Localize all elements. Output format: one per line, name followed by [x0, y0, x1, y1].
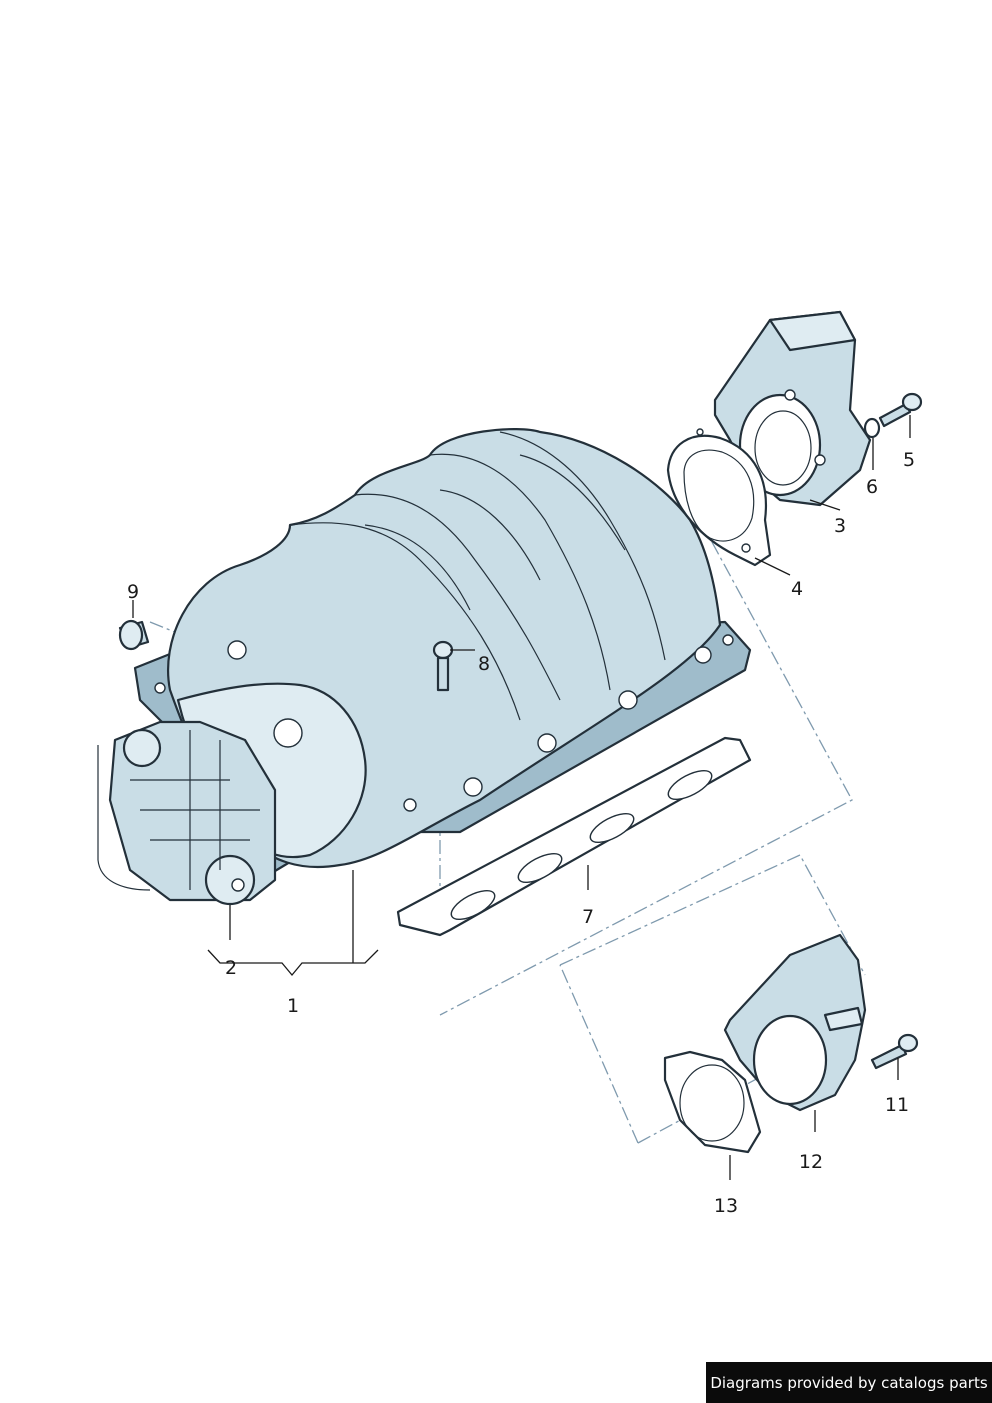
bolt-5-part: [878, 392, 923, 428]
credit-badge: Diagrams provided by catalogs parts: [706, 1362, 992, 1403]
callout-5: 5: [903, 449, 915, 471]
vacuum-actuator-part: [97, 720, 277, 906]
callout-7: 7: [582, 906, 594, 928]
callout-8: 8: [478, 653, 490, 675]
callout-13: 13: [714, 1195, 738, 1217]
callout-2: 2: [225, 957, 237, 979]
callout-11: 11: [885, 1094, 909, 1116]
throttle-gasket-part: [666, 428, 772, 567]
callout-4: 4: [791, 578, 803, 600]
throttle-body-part: [713, 310, 872, 507]
callout-9: 9: [127, 581, 139, 603]
gasket-13-part: [663, 1050, 762, 1154]
bolt-11-part: [870, 1033, 919, 1070]
bolt-8-part: [432, 640, 454, 692]
washer-6-part: [863, 417, 881, 439]
callout-6: 6: [866, 476, 878, 498]
credit-text: Diagrams provided by catalogs parts: [710, 1373, 988, 1392]
manifold-gasket-part: [396, 736, 752, 937]
leader-lines: [132, 415, 911, 1180]
callout-3: 3: [834, 515, 846, 537]
callout-1: 1: [287, 995, 299, 1017]
plug-9-part: [118, 619, 150, 651]
callout-12: 12: [799, 1151, 823, 1173]
throttle-housing-12-part: [723, 933, 867, 1112]
